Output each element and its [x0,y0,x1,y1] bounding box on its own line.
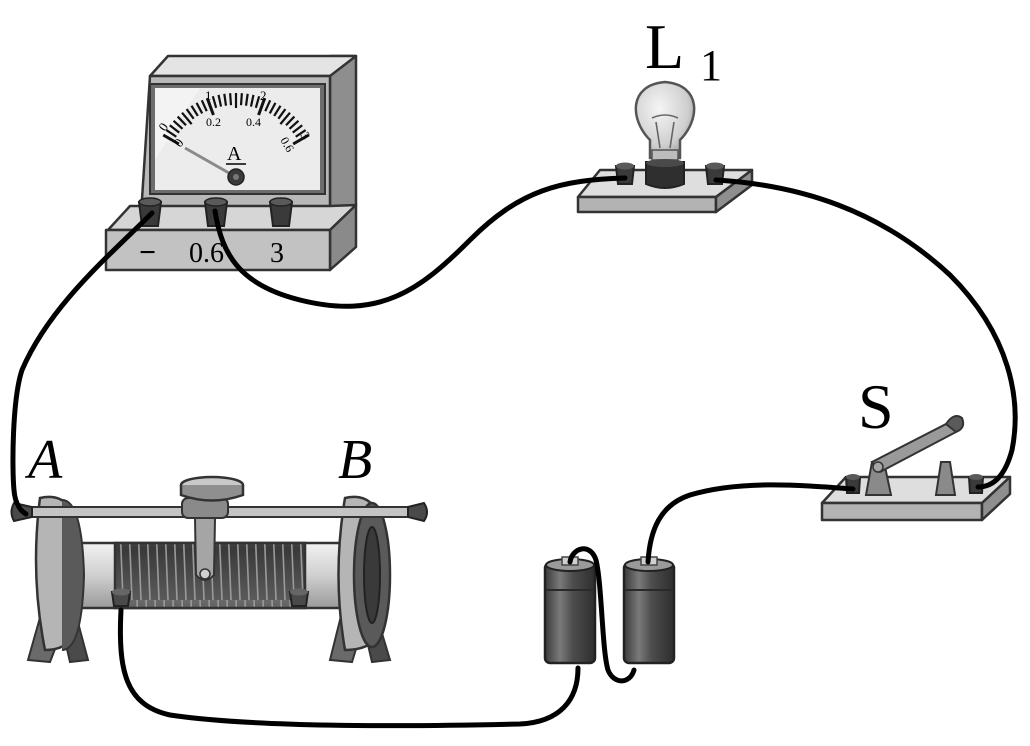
terminal-label-3: 3 [270,238,284,269]
scale-tick [176,115,187,126]
scale-lower-1: 0.2 [206,115,221,129]
terminal-label-negative: − [139,236,156,269]
scale-upper-1: 1 [205,88,212,103]
terminal-label-b: B [338,429,372,491]
wire-cell-to-rheostat[interactable] [117,607,581,729]
slider-contact[interactable] [179,475,245,581]
ammeter-needle [184,146,237,179]
scale-tick [239,93,243,106]
cell-left [543,556,597,665]
wire-ammeter-06-to-lamp[interactable] [212,175,628,309]
lamp-label: L [645,11,684,82]
scale-tick [244,93,249,106]
terminal-d-lower-right[interactable] [288,588,310,607]
scale-tick [200,99,208,112]
scale-tick [217,94,223,107]
scale-tick [205,97,215,116]
scale-tick [223,93,228,106]
dial-scale-ticks [162,93,310,146]
bulb-glass [634,80,696,160]
cell-right [622,556,676,665]
scale-tick [292,124,303,134]
ammeter-unit-symbol: A [227,143,242,165]
scale-tick [211,95,218,109]
scale-tick [162,133,180,146]
scale-tick [257,97,267,116]
scale-tick [295,129,307,138]
terminal-label-a: A [24,429,63,491]
terminal-label-0-6: 0.6 [189,238,224,269]
terminal-c-lower-left[interactable] [110,588,132,607]
switch-handle[interactable] [944,415,965,434]
switch-contact [934,461,957,496]
scale-tick [264,99,272,112]
scale-tick [181,111,193,125]
wires [10,175,1018,729]
scale-tick [190,105,199,117]
scale-upper-2: 2 [260,88,267,103]
bulb-socket [645,161,685,189]
scale-tick [273,105,282,117]
scale-tick [172,119,184,130]
battery-pack [543,556,676,665]
scale-tick [165,129,177,138]
scale-tick [288,119,300,130]
ammeter: 0 1 2 3 0 0.2 0.4 0.6 A − [104,54,358,272]
switch-label: S [858,371,894,442]
scale-tick [279,111,291,125]
switch-blade[interactable] [870,415,965,474]
lamp-label-subscript: 1 [700,41,722,90]
ammeter-top [148,54,358,78]
bulb-filament [651,114,679,149]
terminal-b[interactable] [407,501,428,523]
switch-s: S [820,371,1012,522]
scale-tick [254,95,261,109]
sliding-rheostat: A B [10,429,428,664]
wire-lamp-to-switch[interactable] [713,177,1018,490]
scale-lower-3: 0.6 [277,135,297,155]
terminal-3[interactable] [268,197,294,227]
scale-lower-2: 0.4 [246,115,261,129]
scale-tick [229,93,233,106]
scale-tick [268,102,277,114]
scale-tick [285,115,296,126]
scale-tick [277,108,287,120]
scale-tick [249,94,255,107]
wire-cell-to-cell[interactable] [567,546,637,684]
scale-tick [185,108,195,120]
wire-ammeter-neg-to-a[interactable] [10,210,155,517]
scale-tick [292,133,310,146]
ammeter-base-front [104,228,332,272]
scale-tick [195,102,204,114]
wire-switch-to-cell[interactable] [645,482,856,565]
switch-terminal-right[interactable] [967,474,985,494]
lamp-terminal-left[interactable] [614,162,636,185]
scale-tick [169,124,180,134]
